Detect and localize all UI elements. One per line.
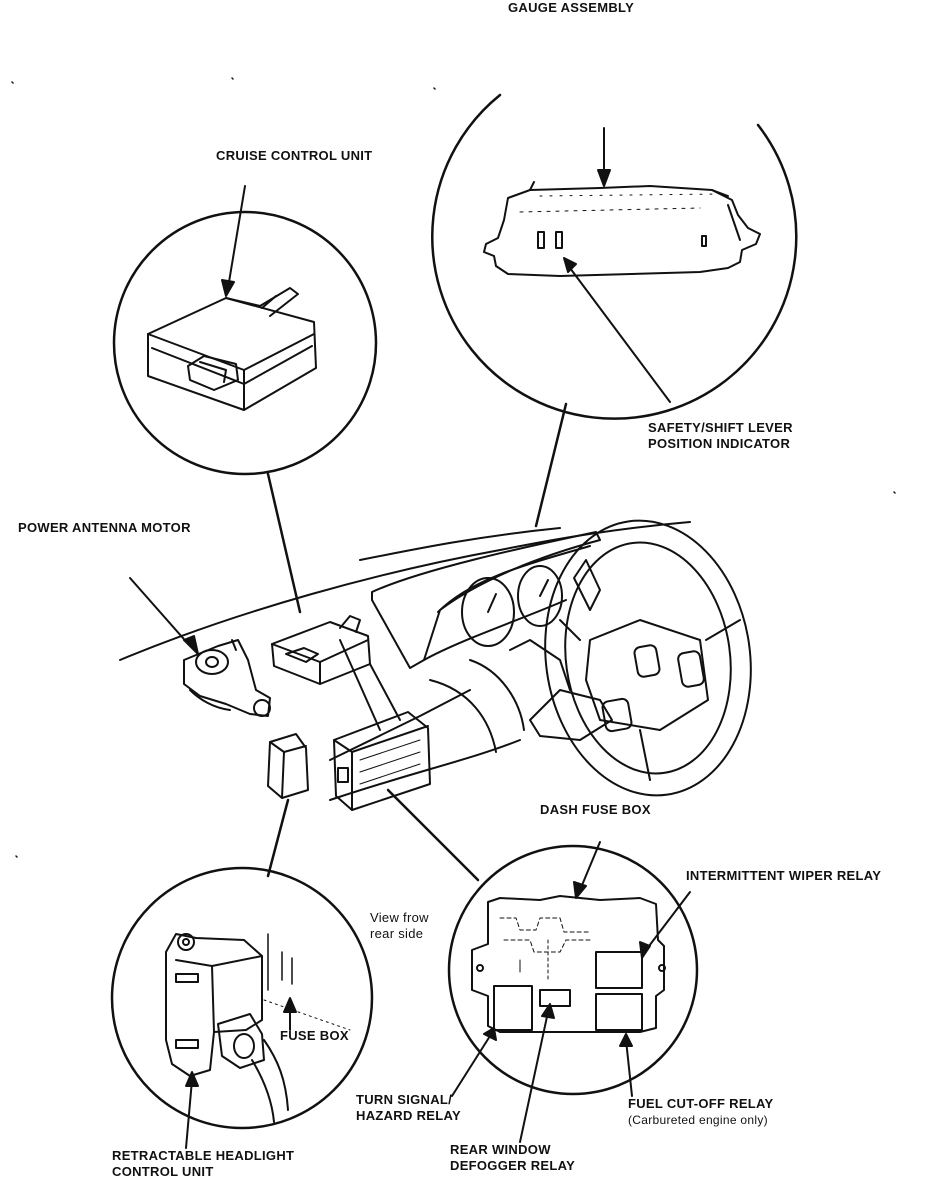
label-fuel-cutoff-relay: FUEL CUT-OFF RELAY (Carbureted engine on… (628, 1096, 774, 1128)
gauge-assembly-detail (431, 93, 798, 420)
gauge-connector-line (534, 402, 568, 528)
dashboard-illustration (119, 521, 691, 801)
label-retractable-line2: CONTROL UNIT (112, 1164, 214, 1179)
headlight-unit-installed (267, 733, 309, 799)
fuse-connector-line (386, 788, 480, 882)
label-rear-window-line1: REAR WINDOW (450, 1142, 551, 1157)
cruise-connector-line (266, 472, 302, 614)
gauge-pointer-arrow (597, 169, 611, 187)
rear-window-relay-block (539, 989, 571, 1007)
antenna-pointer-line (129, 577, 191, 647)
cruise-unit-box (147, 297, 317, 411)
headlight-unit-body (165, 933, 263, 1077)
label-safety-shift-line1: SAFETY/SHIFT LEVER (648, 420, 793, 435)
label-rear-window-defogger-relay: REAR WINDOW DEFOGGER RELAY (450, 1142, 575, 1174)
intermittent-wiper-relay-block (595, 951, 643, 989)
wheel-hub (585, 619, 709, 731)
cruise-detail-circle (112, 210, 378, 476)
label-safety-shift: SAFETY/SHIFT LEVER POSITION INDICATOR (648, 420, 793, 452)
scan-specks (11, 77, 896, 858)
label-retractable-headlight-control-unit: RETRACTABLE HEADLIGHT CONTROL UNIT (112, 1148, 294, 1180)
safety-shift-leader (569, 267, 671, 403)
power-antenna-motor (129, 577, 271, 717)
headlight-control-detail (110, 866, 374, 1149)
label-gauge-assembly: GAUGE ASSEMBLY (508, 0, 635, 15)
wheel-rim-inner (564, 541, 732, 775)
gauge-detail-circle (431, 93, 798, 420)
fuse-box-installed (333, 639, 431, 811)
turn-signal-relay-block (493, 985, 533, 1031)
label-view-from-line1: View frow (370, 910, 429, 925)
fuse-panel-outline (471, 895, 665, 1033)
headlight-detail-circle (110, 866, 374, 1130)
fuel-cutoff-relay-block (595, 993, 643, 1031)
label-view-from-line2: rear side (370, 926, 424, 941)
speedometer (461, 577, 515, 647)
label-intermittent-wiper-relay: INTERMITTENT WIPER RELAY (686, 868, 882, 883)
wheel-rim-outer (544, 519, 752, 797)
dash-top-edge (119, 521, 691, 661)
label-turn-signal-line1: TURN SIGNAL/ (356, 1092, 453, 1107)
headlight-connector-line (266, 798, 290, 878)
fuse-detail-circle (447, 844, 699, 1096)
label-power-antenna-motor: POWER ANTENNA MOTOR (18, 520, 191, 535)
label-fuel-cutoff-line2: (Carbureted engine only) (628, 1113, 768, 1127)
label-dash-fuse-box: DASH FUSE BOX (540, 802, 651, 817)
label-rear-window-line2: DEFOGGER RELAY (450, 1158, 576, 1173)
tachometer (517, 565, 563, 627)
label-turn-signal-hazard-relay: TURN SIGNAL/ HAZARD RELAY (356, 1092, 461, 1124)
gauge-cluster-outline (483, 185, 761, 277)
label-cruise-control-unit: CRUISE CONTROL UNIT (216, 148, 373, 163)
label-turn-signal-line2: HAZARD RELAY (356, 1108, 461, 1123)
instrument-hood (371, 531, 601, 669)
label-view-from-rear: View frow rear side (370, 910, 429, 942)
label-fuse-box: FUSE BOX (280, 1028, 349, 1043)
dash-fuse-box-detail (447, 841, 699, 1143)
cruise-control-detail (112, 185, 378, 476)
label-retractable-line1: RETRACTABLE HEADLIGHT (112, 1148, 295, 1163)
label-safety-shift-line2: POSITION INDICATOR (648, 436, 791, 451)
steering-wheel (544, 519, 752, 797)
cruise-pointer-line (227, 185, 246, 289)
label-fuel-cutoff-line1: FUEL CUT-OFF RELAY (628, 1096, 774, 1111)
